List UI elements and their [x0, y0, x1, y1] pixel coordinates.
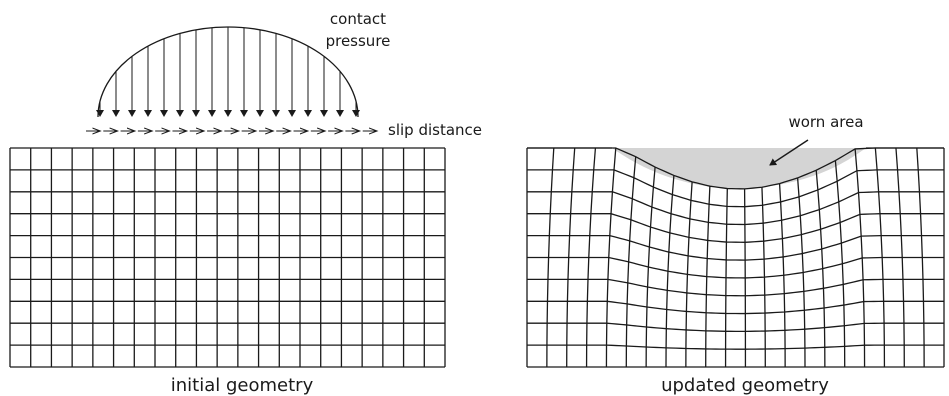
initial-mesh	[9, 147, 446, 368]
mesh-horizontal-line	[527, 213, 944, 243]
worn-area-label: worn area	[788, 113, 863, 131]
mesh-horizontal-line	[527, 169, 944, 208]
mesh-horizontal-line	[527, 278, 944, 297]
updated-geometry-caption: updated geometry	[661, 375, 829, 396]
mesh-horizontal-line	[527, 322, 944, 333]
mesh-horizontal-line	[527, 234, 944, 261]
mesh-horizontal-line	[527, 344, 944, 350]
initial-geometry-panel: contact pressure slip distance initial g…	[9, 10, 482, 396]
updated-geometry-panel: worn area updated geometry	[526, 113, 945, 396]
mesh-horizontal-line	[527, 191, 944, 226]
contact-pressure-label-line2: pressure	[326, 32, 391, 50]
initial-geometry-caption: initial geometry	[171, 375, 314, 396]
worn-area-region	[612, 148, 866, 189]
updated-mesh	[526, 147, 945, 368]
contact-pressure-distribution	[96, 26, 360, 118]
mesh-horizontal-line	[527, 256, 944, 279]
worn-area-pointer-arrow	[769, 139, 809, 166]
slip-distance-label: slip distance	[388, 121, 482, 139]
mesh-horizontal-line	[527, 300, 944, 315]
contact-pressure-label-line1: contact	[330, 10, 386, 28]
